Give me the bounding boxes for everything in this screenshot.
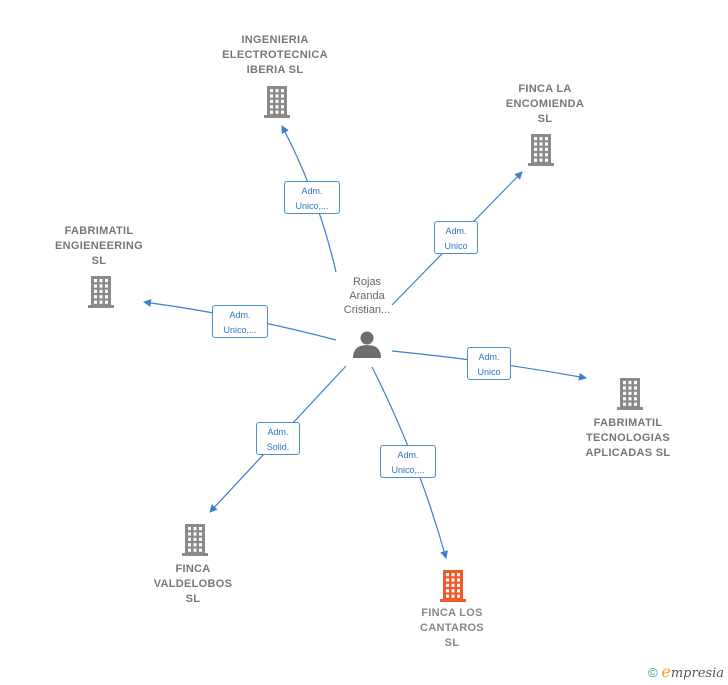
brand-name: empresia (661, 662, 724, 681)
building-icon-finca-valdelobos[interactable] (182, 524, 208, 556)
role-label-finca-los-cantaros[interactable]: Adm.Unico,... (380, 445, 436, 478)
building-icon-fabrimatil-tecnologias[interactable] (617, 378, 643, 410)
building-icon-ingenieria[interactable] (264, 86, 290, 118)
building-icon-finca-los-cantaros[interactable] (440, 570, 466, 602)
role-label-ingenieria[interactable]: Adm.Unico,... (284, 181, 340, 214)
copyright-symbol: © (648, 665, 658, 680)
role-label-fabrimatil-engineering[interactable]: Adm.Unico,... (212, 305, 268, 338)
building-icon-fabrimatil-engineering[interactable] (88, 276, 114, 308)
role-label-finca-valdelobos[interactable]: Adm.Solid. (256, 422, 300, 455)
role-label-fabrimatil-tecnologias[interactable]: Adm.Unico (467, 347, 511, 380)
person-icon[interactable] (353, 331, 381, 359)
role-label-finca-la-encomienda[interactable]: Adm.Unico (434, 221, 478, 254)
building-icon-finca-la-encomienda[interactable] (528, 134, 554, 166)
empresia-logo: © empresia (648, 662, 724, 681)
